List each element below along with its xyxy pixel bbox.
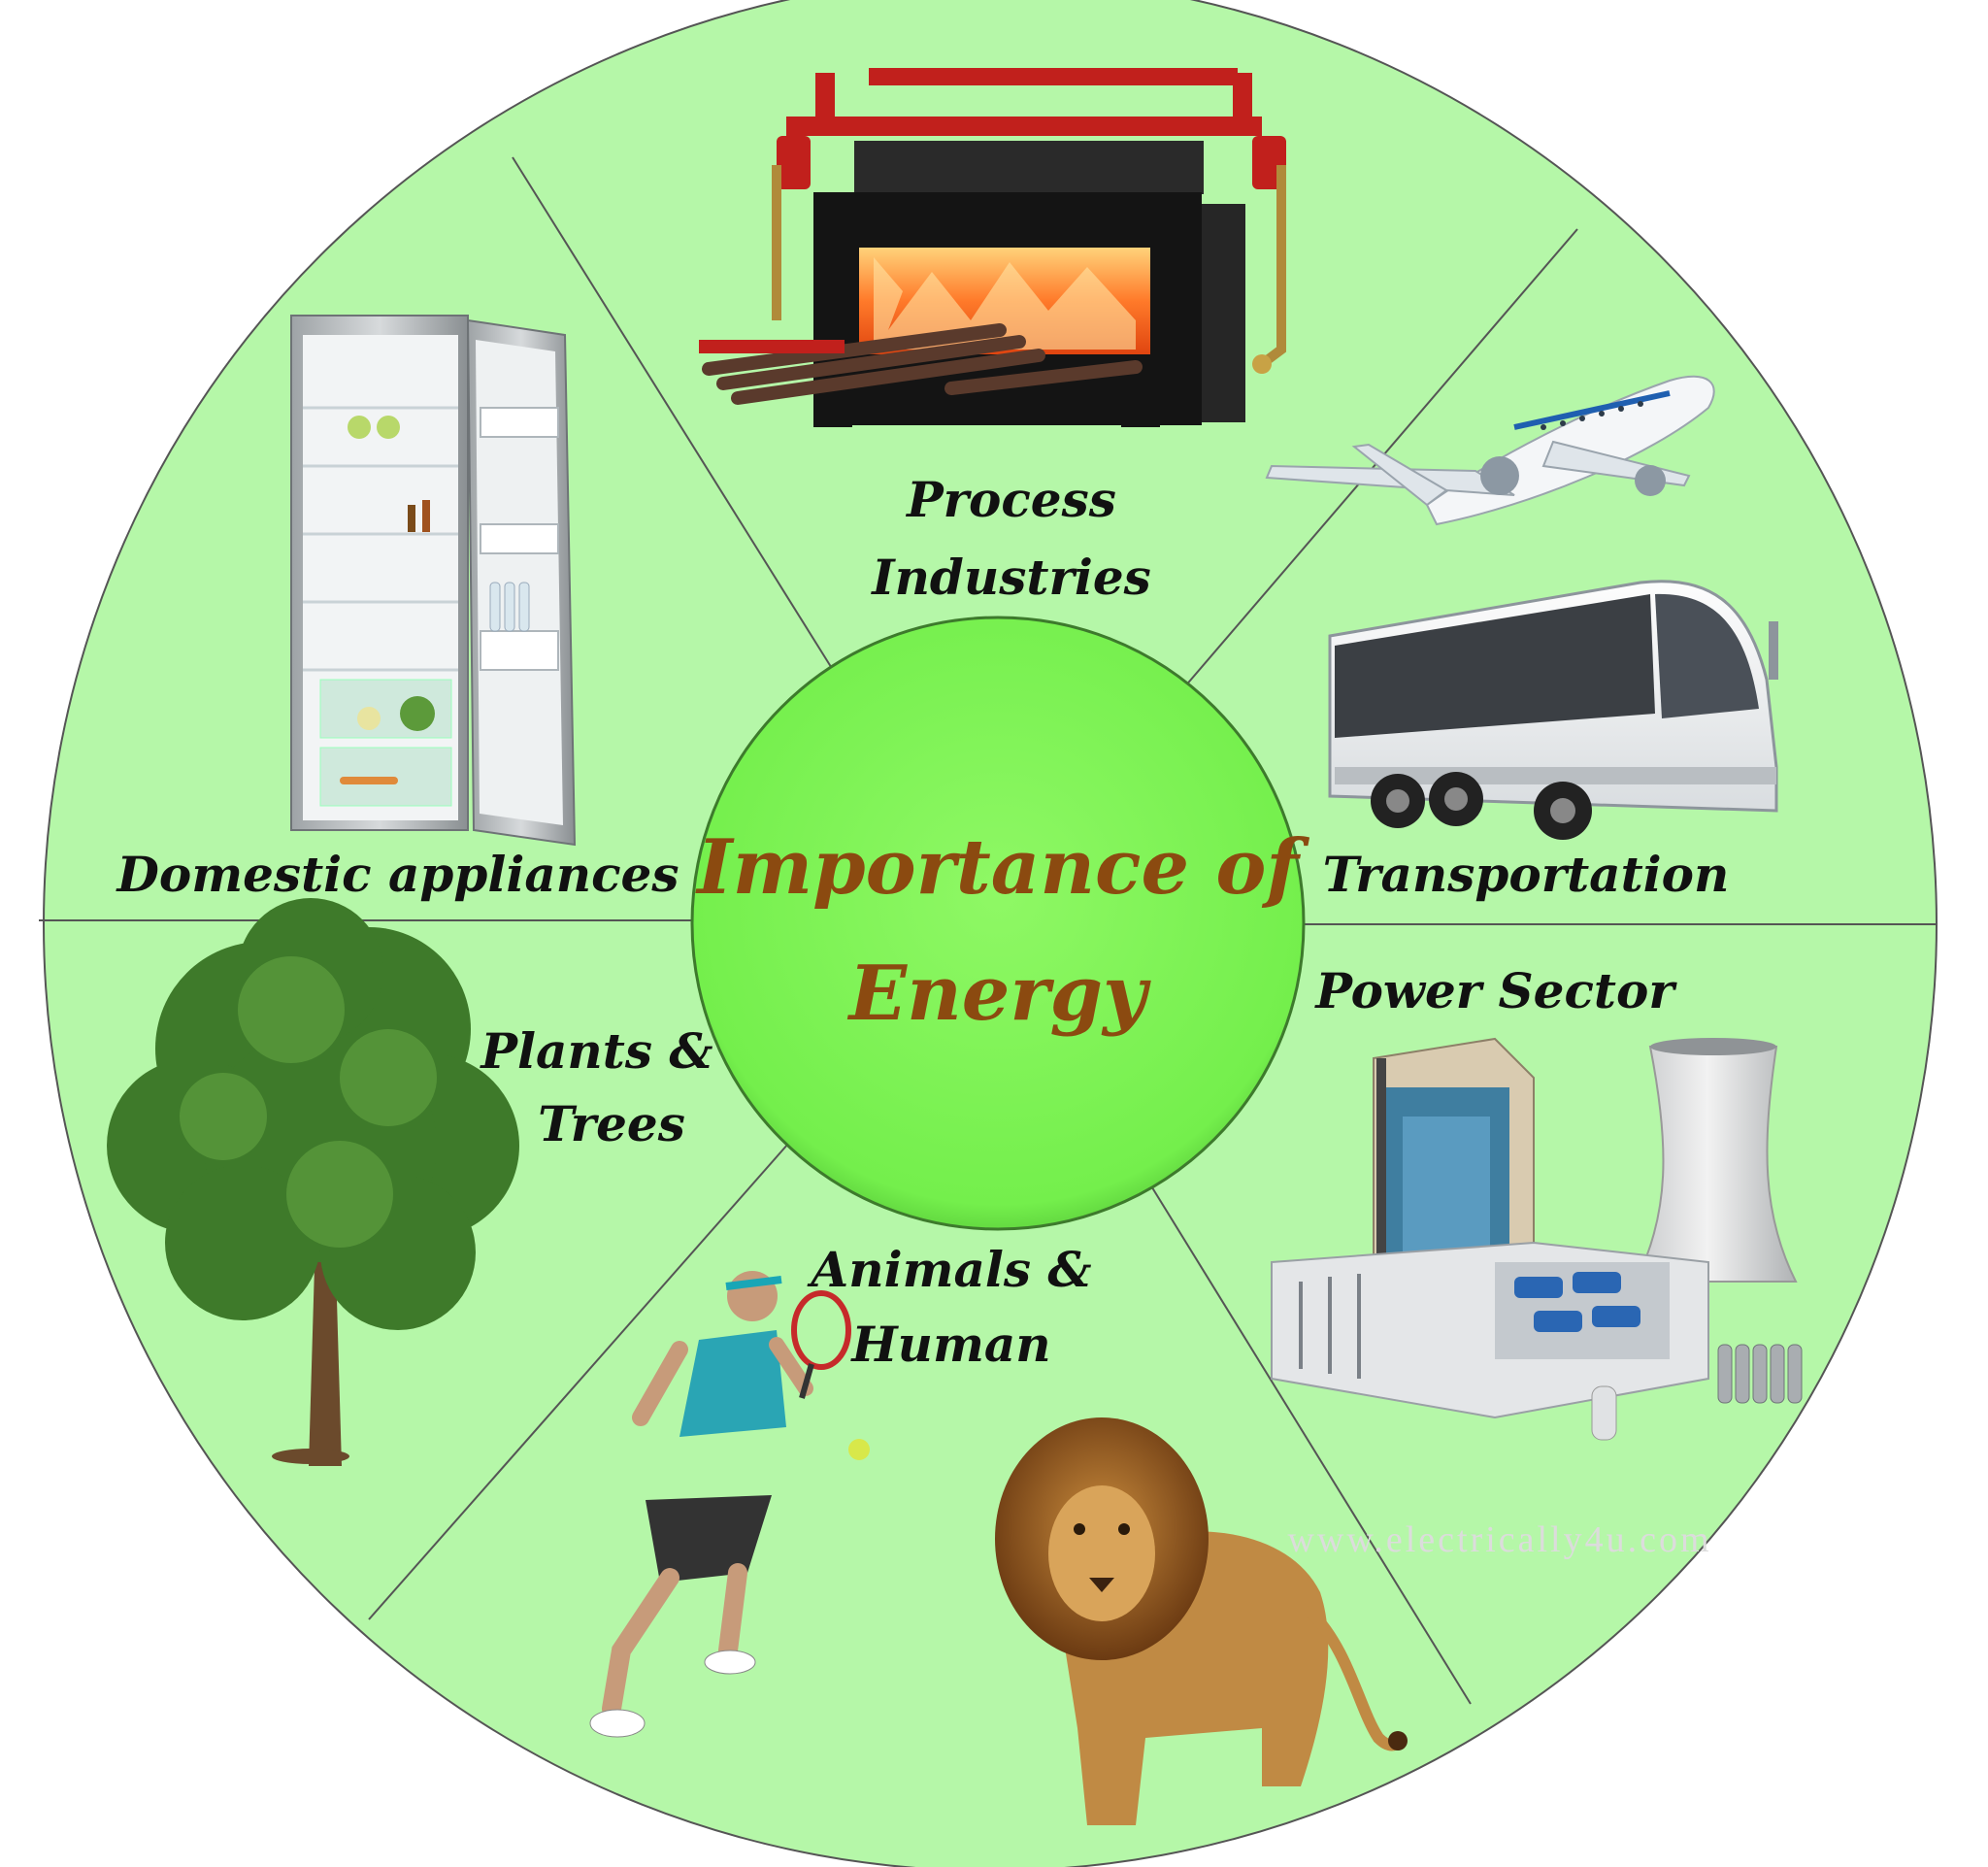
label-animals-line2: Human — [849, 1316, 1050, 1373]
center-hub: Importance of Energy — [690, 616, 1309, 1231]
lion-icon — [995, 1417, 1408, 1825]
divider-upper-left — [512, 156, 834, 671]
label-process-line2: Industries — [870, 549, 1151, 606]
tree-icon — [107, 898, 519, 1466]
label-plants-line1: Plants & — [479, 1022, 712, 1080]
label-domestic-appliances: Domestic appliances — [116, 846, 679, 903]
label-process-line1: Process — [905, 471, 1116, 528]
center-circle — [690, 616, 1306, 1231]
divider-lower-right — [1149, 1184, 1472, 1705]
bus-icon — [1328, 580, 1778, 840]
divider-lower-left — [368, 1143, 789, 1620]
label-animals-line1: Animals & — [807, 1241, 1091, 1298]
airplane-icon — [1265, 375, 1715, 526]
label-transportation: Transportation — [1323, 846, 1730, 903]
tennis-player-icon — [589, 1271, 870, 1738]
refrigerator-icon — [290, 315, 577, 847]
watermark: www.electrically4u.com — [1287, 1519, 1711, 1560]
label-power-sector: Power Sector — [1313, 962, 1677, 1019]
center-title-line2: Energy — [847, 950, 1151, 1038]
label-plants-line2: Trees — [538, 1095, 685, 1152]
center-title-line1: Importance of — [695, 823, 1309, 912]
power-plant-icon — [1271, 1037, 1803, 1441]
furnace-icon — [699, 68, 1286, 427]
